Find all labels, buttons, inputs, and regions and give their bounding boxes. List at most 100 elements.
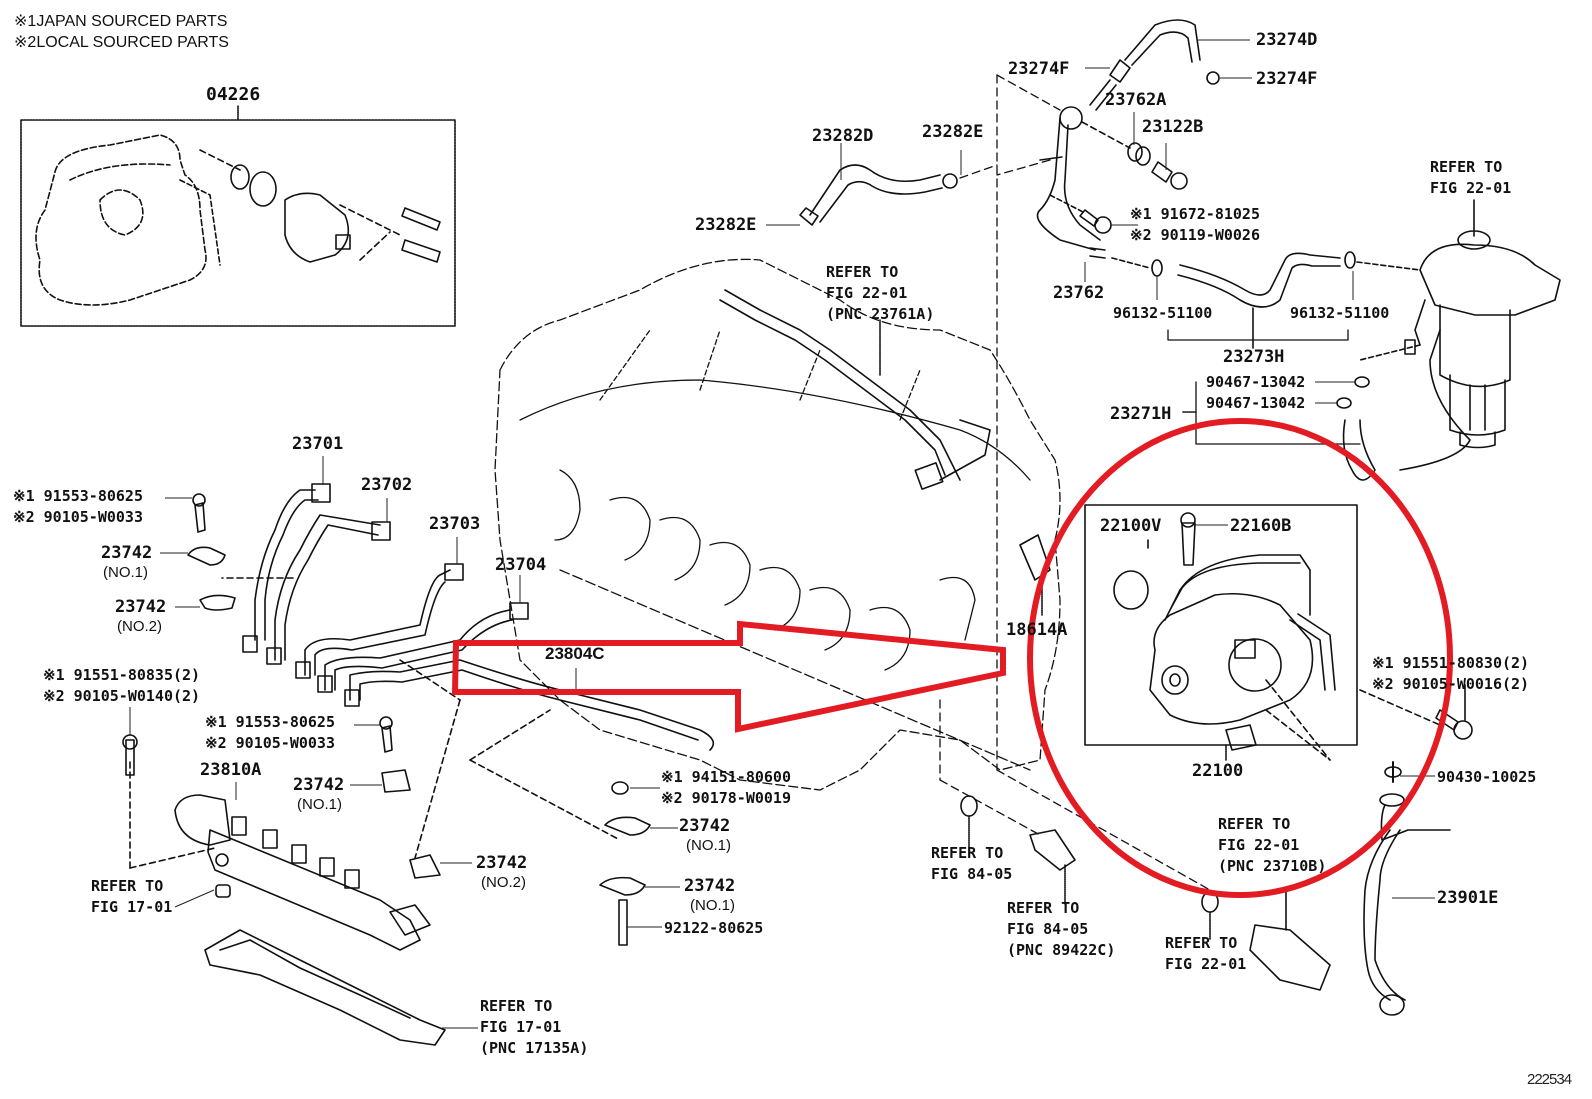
part-23274D[interactable]: 23274D <box>1256 30 1318 50</box>
refer-figure: FIG 84-05 <box>931 865 1013 883</box>
part-23273H[interactable]: 23273H <box>1223 347 1285 367</box>
part-23271H[interactable]: 23271H <box>1110 404 1172 424</box>
part-23704[interactable]: 23704 <box>495 555 547 575</box>
bolt-91553-80625[interactable]: ※1 91553-80625 ※2 90105-W0033 <box>13 486 143 528</box>
refer-pnc: (PNC 89422C) <box>1007 941 1116 959</box>
highlight-arrow <box>451 620 1006 733</box>
part-23742-variant: (NO.2) <box>117 618 162 635</box>
part-23701[interactable]: 23701 <box>292 434 344 454</box>
bolt-pump <box>1435 684 1473 740</box>
part-23274F[interactable]: 23274F <box>1008 59 1070 79</box>
clips-90467 <box>1182 376 1376 481</box>
part-92122-80625[interactable]: 92122-80625 <box>664 919 764 937</box>
part-04226[interactable]: 04226 <box>206 84 261 105</box>
japan-part-number: ※1 91551-80835(2) <box>43 666 201 684</box>
refer-figure: FIG 22-01 <box>1218 836 1300 854</box>
engine-cover-illustration <box>204 929 446 1046</box>
part-23742[interactable]: 23742 <box>101 543 153 563</box>
part-23742-variant: (NO.1) <box>690 897 735 914</box>
refer-fig-17-01-pnc-17135a[interactable]: REFER TO FIG 17-01 (PNC 17135A) <box>480 996 588 1059</box>
refer-pnc: (PNC 23761A) <box>826 305 935 323</box>
refer-label: REFER TO <box>1165 934 1238 952</box>
local-part-number: ※2 90119-W0026 <box>1130 226 1260 244</box>
legend-japan: ※1JAPAN SOURCED PARTS <box>14 11 227 32</box>
part-23742[interactable]: 23742 <box>293 775 345 795</box>
local-part-number: ※2 90105-W0140(2) <box>43 687 201 705</box>
figure-number: 222534 <box>1527 1071 1572 1088</box>
part-96132-51100[interactable]: 96132-51100 <box>1290 304 1390 322</box>
part-23804C[interactable]: 23804C <box>545 644 605 663</box>
part-90430-10025[interactable]: 90430-10025 <box>1437 768 1537 786</box>
local-part-number: ※2 90178-W0019 <box>661 789 791 807</box>
part-23742[interactable]: 23742 <box>476 853 528 873</box>
part-23762[interactable]: 23762 <box>1053 283 1105 303</box>
part-23282E[interactable]: 23282E <box>695 215 757 235</box>
refer-fig-84-05-pnc-89422c[interactable]: REFER TO FIG 84-05 (PNC 89422C) <box>1007 898 1115 961</box>
hose-23273H <box>1089 247 1421 349</box>
part-23901E[interactable]: 23901E <box>1437 888 1499 908</box>
part-23742[interactable]: 23742 <box>679 816 731 836</box>
refer-pnc: (PNC 23710B) <box>1218 857 1327 875</box>
refer-fig-84-05[interactable]: REFER TO FIG 84-05 <box>931 843 1012 885</box>
part-90467-13042[interactable]: 90467-13042 <box>1206 373 1306 391</box>
part-23810A[interactable]: 23810A <box>200 760 262 780</box>
refer-figure: FIG 17-01 <box>91 898 173 916</box>
part-23122B[interactable]: 23122B <box>1142 117 1204 137</box>
legend-text: JAPAN SOURCED PARTS <box>36 13 228 30</box>
kit-04226-illustration <box>20 105 456 327</box>
part-22160B[interactable]: 22160B <box>1230 516 1292 536</box>
part-23742[interactable]: 23742 <box>684 876 736 896</box>
japan-part-number: ※1 91553-80625 <box>13 487 143 505</box>
bolt-91551-80830[interactable]: ※1 91551-80830(2) ※2 90105-W0016(2) <box>1372 653 1529 695</box>
refer-label: REFER TO <box>826 263 899 281</box>
local-part-number: ※2 90105-W0016(2) <box>1372 675 1530 693</box>
legend-text: LOCAL SOURCED PARTS <box>36 34 229 51</box>
refer-figure: FIG 22-01 <box>1430 179 1512 197</box>
japan-part-number: ※1 94151-80600 <box>661 768 791 786</box>
fuel-rail-23810A <box>122 734 431 951</box>
part-23742[interactable]: 23742 <box>115 597 167 617</box>
bolt-23122B <box>1151 161 1188 190</box>
hose-23274D <box>1036 19 1220 251</box>
refer-fig-22-01[interactable]: REFER TO FIG 22-01 <box>1430 157 1511 199</box>
local-part-number: ※2 90105-W0033 <box>205 734 335 752</box>
refer-fig-17-01[interactable]: REFER TO FIG 17-01 <box>91 876 172 918</box>
nut-94151-80600[interactable]: ※1 94151-80600 ※2 90178-W0019 <box>661 767 791 809</box>
part-23742-variant: (NO.2) <box>481 874 526 891</box>
part-18614A[interactable]: 18614A <box>1006 620 1068 640</box>
part-23742-variant: (NO.1) <box>297 796 342 813</box>
hose-23282D <box>799 164 958 226</box>
clamp-set-mid <box>379 716 651 946</box>
part-96132-51100[interactable]: 96132-51100 <box>1113 304 1213 322</box>
part-22100V[interactable]: 22100V <box>1100 516 1162 536</box>
refer-fig-22-01-lower[interactable]: REFER TO FIG 22-01 <box>1165 933 1246 975</box>
refer-fig-22-01-pnc-23710b[interactable]: REFER TO FIG 22-01 (PNC 23710B) <box>1218 814 1326 877</box>
refer-fig-22-01-pnc-23761a[interactable]: REFER TO FIG 22-01 (PNC 23761A) <box>826 262 934 325</box>
refer-figure: FIG 22-01 <box>826 284 908 302</box>
part-23703[interactable]: 23703 <box>429 514 481 534</box>
refer-label: REFER TO <box>1007 899 1080 917</box>
refer-figure: FIG 17-01 <box>480 1018 562 1036</box>
bolt-91672 <box>1049 194 1112 234</box>
part-90467-13042[interactable]: 90467-13042 <box>1206 394 1306 412</box>
legend-local: ※2LOCAL SOURCED PARTS <box>14 32 229 53</box>
part-23274F[interactable]: 23274F <box>1256 69 1318 89</box>
part-23702[interactable]: 23702 <box>361 475 413 495</box>
bolt-91672-81025[interactable]: ※1 91672-81025 ※2 90119-W0026 <box>1130 204 1260 246</box>
legend-mark: ※2 <box>14 34 37 51</box>
clamp-23762A <box>1081 121 1151 166</box>
bolt-91551-80835[interactable]: ※1 91551-80835(2) ※2 90105-W0140(2) <box>43 665 200 707</box>
refer-label: REFER TO <box>91 877 164 895</box>
bolt-91553-80625-mid[interactable]: ※1 91553-80625 ※2 90105-W0033 <box>205 712 335 754</box>
part-23742-variant: (NO.1) <box>103 564 148 581</box>
supply-pump-22100 <box>1084 504 1441 761</box>
part-22100[interactable]: 22100 <box>1192 761 1244 781</box>
japan-part-number: ※1 91553-80625 <box>205 713 335 731</box>
refer-label: REFER TO <box>480 997 553 1015</box>
part-23762A[interactable]: 23762A <box>1105 90 1167 110</box>
engine-block-outline <box>494 258 1061 791</box>
part-23282E[interactable]: 23282E <box>922 122 984 142</box>
highlight-circle <box>1027 418 1453 898</box>
part-23282D[interactable]: 23282D <box>812 126 874 146</box>
